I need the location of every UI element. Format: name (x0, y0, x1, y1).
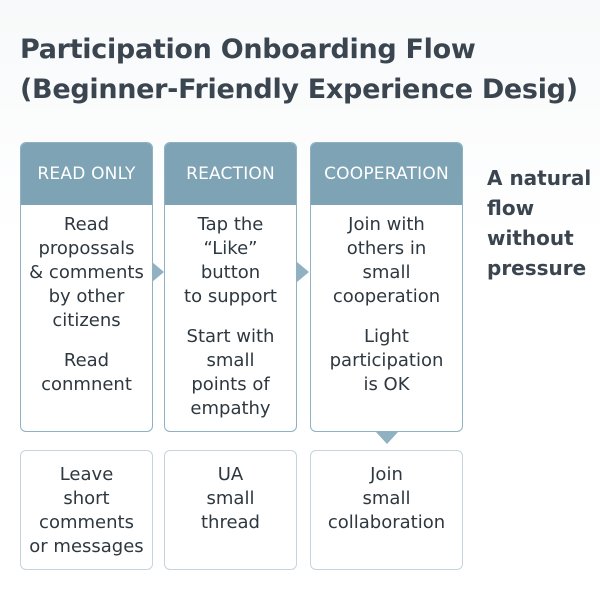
bottom-box-thread: UA small thread (164, 450, 297, 570)
text-line: small (362, 262, 411, 283)
text-line: is OK (363, 374, 410, 395)
stage-note: Light participation is OK (315, 325, 458, 397)
text-line: to support (184, 286, 277, 307)
diagram-title: Participation Onboarding Flow (Beginner-… (20, 30, 595, 110)
text-line: propossals (38, 238, 135, 259)
stage-read-only: READ ONLY Read propossals & comments by … (20, 142, 153, 432)
stage-note: Start with small points of empathy (169, 325, 292, 421)
text-line: Leave (59, 464, 114, 485)
stage-note: Read conmnent (25, 349, 148, 397)
arrow-right-icon (152, 262, 164, 282)
text-line: Join (370, 464, 403, 485)
text-line: thread (200, 512, 260, 533)
text-line: Read (63, 350, 110, 371)
bottom-box-comments: Leave short comments or messages (20, 450, 153, 570)
text-line: empathy (190, 398, 271, 419)
text-line: cooperation (332, 286, 441, 307)
text-line: short (63, 488, 110, 509)
bottom-box-collaboration: Join small collaboration (310, 450, 463, 570)
side-note: A natural flow without pressure (487, 163, 597, 283)
title-line-1: Participation Onboarding Flow (20, 34, 476, 65)
stage-description: Join with others in small cooperation (315, 213, 458, 309)
text-line: participation (329, 350, 444, 371)
text-line: others in (346, 238, 427, 259)
text-line: citizens (52, 310, 121, 331)
text-line: “Like” (203, 238, 258, 259)
text-line: without (487, 226, 574, 250)
stage-reaction: REACTION Tap the “Like” button to suppor… (164, 142, 297, 432)
stage-header: COOPERATION (311, 143, 462, 205)
text-line: points of (191, 374, 270, 395)
arrow-right-icon (297, 262, 309, 282)
stage-cooperation: COOPERATION Join with others in small co… (310, 142, 463, 432)
text-line: Join with (348, 214, 425, 235)
text-line: Tap the (197, 214, 264, 235)
text-line: by other (48, 286, 125, 307)
text-line: comments (39, 512, 134, 533)
text-line: flow (487, 196, 535, 220)
text-line: small (362, 488, 411, 509)
text-line: & comments (29, 262, 144, 283)
stage-header: READ ONLY (21, 143, 152, 205)
text-line: button (200, 262, 261, 283)
stage-header: REACTION (165, 143, 296, 205)
title-line-2: (Beginner-Friendly Experience Desig) (20, 74, 578, 105)
stage-body: Tap the “Like” button to support Start w… (165, 205, 296, 421)
text-line: A natural (487, 166, 592, 190)
text-line: Light (364, 326, 409, 347)
text-line: pressure (487, 256, 587, 280)
text-line: Start with (186, 326, 275, 347)
stage-description: Tap the “Like” button to support (169, 213, 292, 309)
text-line: collaboration (327, 512, 446, 533)
stage-body: Join with others in small cooperation Li… (311, 205, 462, 397)
stage-body: Read propossals & comments by other citi… (21, 205, 152, 397)
text-line: UA (217, 464, 244, 485)
text-line: small (206, 350, 255, 371)
text-line: Read (63, 214, 110, 235)
arrow-down-icon (376, 432, 398, 444)
text-line: small (206, 488, 255, 509)
stage-description: Read propossals & comments by other citi… (25, 213, 148, 333)
text-line: or messages (29, 536, 144, 557)
text-line: conmnent (41, 374, 132, 395)
